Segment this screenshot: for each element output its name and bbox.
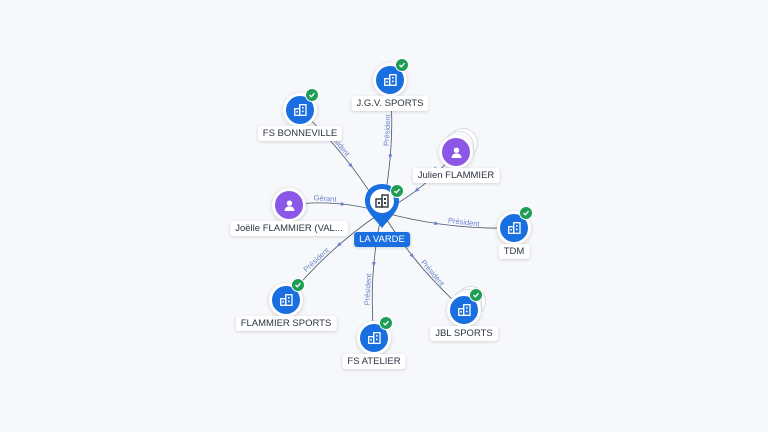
check-icon xyxy=(395,58,409,72)
node-label: J.G.V. SPORTS xyxy=(351,96,429,111)
node-label: TDM xyxy=(498,244,530,259)
node-label: Joëlle FLAMMIER (VAL... xyxy=(230,221,348,236)
check-icon xyxy=(390,184,404,198)
arrow-icon xyxy=(434,221,440,226)
node-label: FS BONNEVILLE xyxy=(257,126,343,141)
person-icon xyxy=(439,135,473,169)
edge-label-tdm: Président xyxy=(448,216,481,229)
check-icon xyxy=(519,206,533,220)
center-node-label: LA VARDE xyxy=(354,232,410,247)
arrow-icon xyxy=(388,154,393,160)
edge-label-jbl: Président xyxy=(419,258,447,289)
check-icon xyxy=(379,316,393,330)
node-label: FLAMMIER SPORTS xyxy=(235,316,337,331)
node-label: JBL SPORTS xyxy=(430,326,498,341)
arrow-icon xyxy=(409,253,415,259)
check-icon xyxy=(469,288,483,302)
arrow-icon xyxy=(336,242,342,248)
building-icon xyxy=(283,93,317,127)
building-icon xyxy=(375,194,389,208)
edge-label-fsa: Président xyxy=(362,273,373,306)
person-icon xyxy=(272,188,306,222)
arrow-icon xyxy=(340,202,346,207)
node-label: Julien FLAMMIER xyxy=(412,168,500,183)
node-label: FS ATELIER xyxy=(342,354,406,369)
edge-label-joelle: Gérant xyxy=(313,193,337,204)
check-icon xyxy=(291,278,305,292)
arrow-icon xyxy=(348,162,353,169)
edge-label-jgv: Président xyxy=(382,113,393,146)
check-icon xyxy=(305,88,319,102)
edge-label-fms: Président xyxy=(302,245,332,274)
arrow-icon xyxy=(414,187,420,193)
arrow-icon xyxy=(371,261,376,268)
